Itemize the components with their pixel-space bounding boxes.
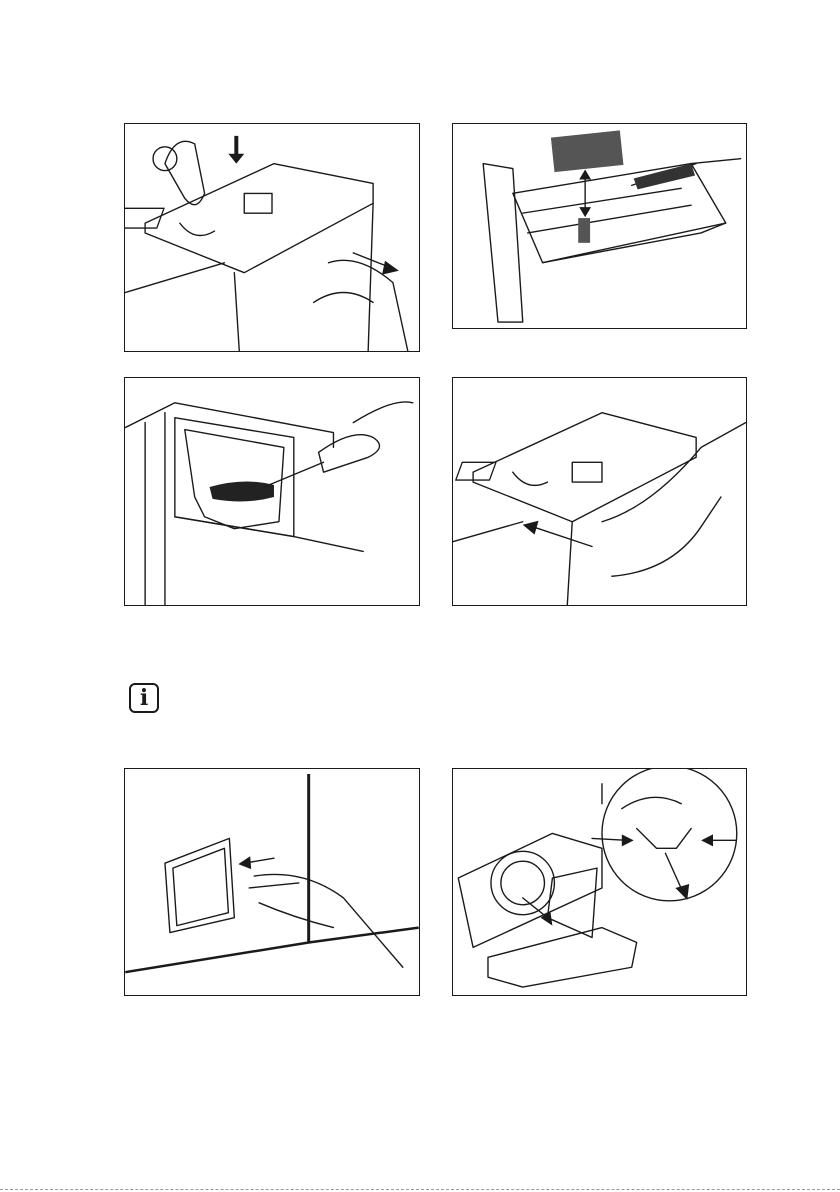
illustration-open-filter-door bbox=[124, 768, 420, 996]
info-icon: i bbox=[129, 683, 159, 713]
illustration-clean-dispenser-insert bbox=[452, 123, 747, 329]
illustration-remove-emergency-drain-hose bbox=[452, 768, 747, 996]
emergency-drain-hose-drawing bbox=[453, 769, 746, 995]
page-bottom-dashed-rule bbox=[0, 1189, 840, 1190]
illustration-reinsert-dispenser bbox=[452, 377, 747, 606]
dispenser-drawer-insert-drawing bbox=[453, 378, 746, 605]
dispenser-drawer-pull-drawing bbox=[125, 124, 419, 351]
illustration-brush-dispenser-recess bbox=[124, 377, 420, 606]
dispenser-insert-cleaning-drawing bbox=[453, 124, 746, 328]
filter-door-opening-drawing bbox=[125, 769, 419, 995]
dispenser-recess-brushing-drawing bbox=[125, 378, 419, 605]
illustration-remove-dispenser bbox=[124, 123, 420, 352]
